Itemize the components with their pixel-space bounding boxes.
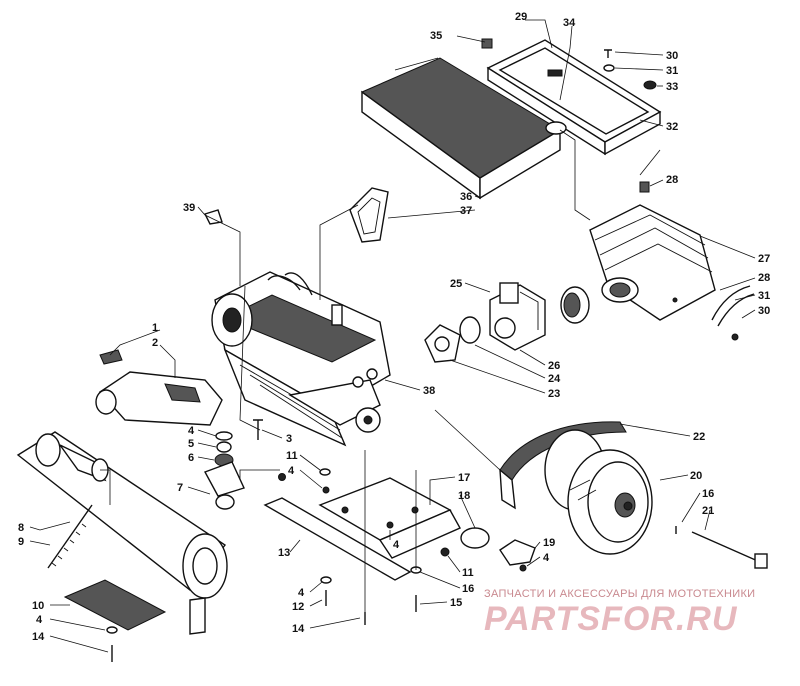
callout-33: 33 xyxy=(666,81,678,93)
callout-4-d: 4 xyxy=(543,552,550,564)
callout-32: 32 xyxy=(666,121,678,133)
callout-27: 27 xyxy=(758,253,770,265)
callout-7: 7 xyxy=(177,482,183,494)
screw-30-top xyxy=(604,49,612,58)
callout-4-e: 4 xyxy=(298,587,305,599)
callout-12: 12 xyxy=(292,601,304,613)
muffler xyxy=(16,431,228,635)
callout-21: 21 xyxy=(702,505,714,517)
clip-35 xyxy=(481,38,493,49)
bolt-3 xyxy=(253,419,263,440)
bracket-13 xyxy=(263,497,412,581)
callout-4-a: 4 xyxy=(188,425,195,437)
callout-2: 2 xyxy=(152,337,158,349)
callout-37: 37 xyxy=(460,205,472,217)
grommet-33 xyxy=(643,80,657,90)
exhaust-manifold xyxy=(95,371,223,426)
flange-23 xyxy=(424,324,461,363)
callout-19: 19 xyxy=(543,537,555,549)
engine xyxy=(211,271,391,447)
isolator-19 xyxy=(499,539,536,572)
callout-30-right: 30 xyxy=(758,305,770,317)
callout-10: 10 xyxy=(32,600,44,612)
callout-13: 13 xyxy=(278,547,290,559)
isolator-18 xyxy=(460,527,490,549)
callout-31-right: 31 xyxy=(758,290,770,302)
callout-3: 3 xyxy=(286,433,292,445)
fuel-pump-37 xyxy=(349,187,389,243)
carburetor xyxy=(489,282,546,351)
airbox-lid xyxy=(486,39,662,156)
callout-5: 5 xyxy=(188,438,194,450)
callout-38: 38 xyxy=(423,385,435,397)
callout-28-right: 28 xyxy=(758,272,770,284)
callout-17: 17 xyxy=(458,472,470,484)
watermark: ЗАПЧАСТИ И АКСЕССУАРЫ ДЛЯ МОТОТЕХНИКИ PA… xyxy=(484,588,784,638)
callout-34: 34 xyxy=(563,17,576,29)
callout-18: 18 xyxy=(458,490,470,502)
clutch-bolt-21 xyxy=(691,531,768,569)
callout-8: 8 xyxy=(18,522,24,534)
spring-9 xyxy=(47,504,93,569)
nut-28-top xyxy=(639,181,650,193)
mount-bracket-7 xyxy=(204,461,245,510)
callout-4-c: 4 xyxy=(393,539,400,551)
callout-1: 1 xyxy=(152,322,158,334)
washer-31-top xyxy=(603,64,615,72)
clamp-24 xyxy=(459,316,481,344)
drive-clutch xyxy=(544,429,653,555)
callout-20: 20 xyxy=(690,470,702,482)
callout-28-top: 28 xyxy=(666,174,678,186)
leader-lines xyxy=(29,19,756,653)
callout-11-top: 11 xyxy=(286,450,298,462)
callout-35: 35 xyxy=(430,30,442,42)
callout-numbers: 35 29 34 30 31 33 32 28 36 37 39 27 28 3… xyxy=(18,11,770,643)
watermark-brand: PARTSFOR.RU xyxy=(484,600,738,638)
callout-31-top: 31 xyxy=(666,65,678,77)
callout-36: 36 xyxy=(460,191,472,203)
callout-4-f: 4 xyxy=(36,614,43,626)
air-silencer-box xyxy=(589,204,716,321)
mount-4-5-6 xyxy=(214,431,234,467)
callout-30-top: 30 xyxy=(666,50,678,62)
callout-23: 23 xyxy=(548,388,560,400)
callout-9: 9 xyxy=(18,536,24,548)
callout-11-bottom: 11 xyxy=(462,567,474,579)
callout-6: 6 xyxy=(188,452,194,464)
mount-plate-17 xyxy=(318,477,461,559)
bracket-39 xyxy=(204,209,223,225)
callout-14-center: 14 xyxy=(292,623,305,635)
hose-28-31-30 xyxy=(711,285,755,341)
callout-16-right: 16 xyxy=(702,488,714,500)
carb-boot xyxy=(560,286,590,324)
callout-25: 25 xyxy=(450,278,462,290)
callout-14-left: 14 xyxy=(32,631,45,643)
callout-29: 29 xyxy=(515,11,527,23)
callout-15: 15 xyxy=(450,597,462,609)
gasket-1 xyxy=(99,349,123,365)
callout-39: 39 xyxy=(183,202,195,214)
callout-26: 26 xyxy=(548,360,560,372)
callout-16-bottom: 16 xyxy=(462,583,474,595)
air-filter-foam xyxy=(361,57,561,200)
callout-24: 24 xyxy=(548,373,561,385)
watermark-tagline: ЗАПЧАСТИ И АКСЕССУАРЫ ДЛЯ МОТОТЕХНИКИ xyxy=(484,588,756,600)
callout-22: 22 xyxy=(693,431,705,443)
heat-shield-10 xyxy=(63,579,167,631)
callout-4-b: 4 xyxy=(288,465,295,477)
